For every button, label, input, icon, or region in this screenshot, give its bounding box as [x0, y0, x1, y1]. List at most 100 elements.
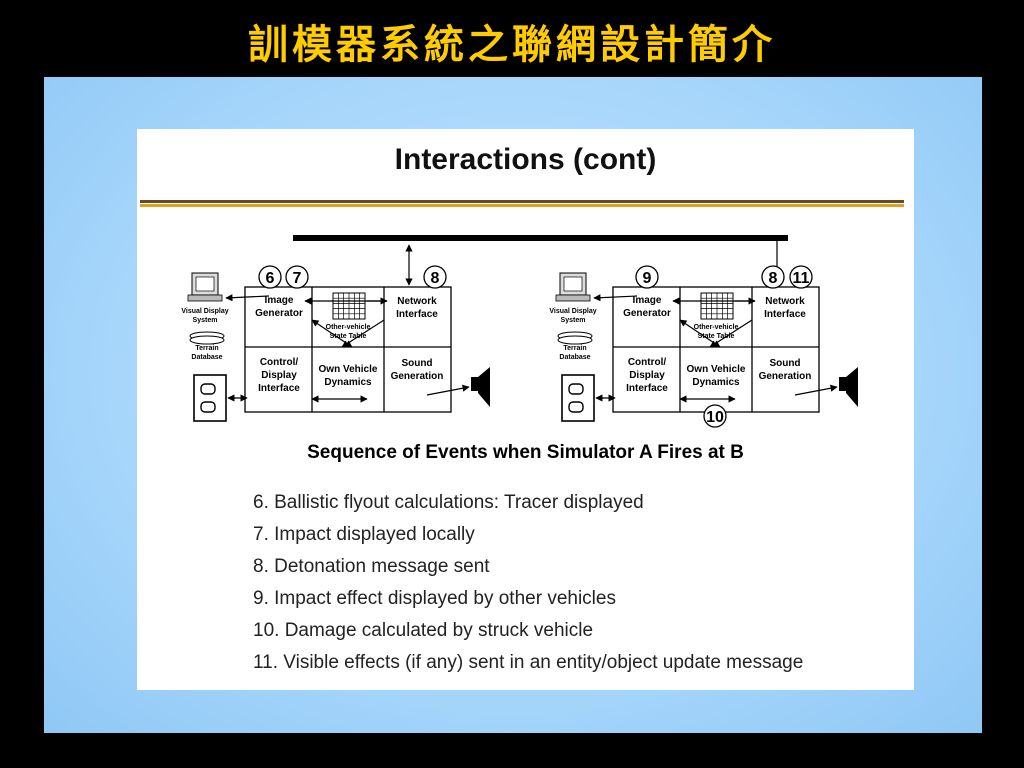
control-display-label-line: Control/	[628, 357, 667, 368]
image-generator-label-line: Image	[265, 295, 294, 306]
terrain-database-label-line: Database	[559, 354, 590, 361]
control-display-label-line: Control/	[260, 357, 299, 368]
flow-arrow	[593, 294, 638, 302]
network-interface-label-line: Interface	[764, 309, 806, 320]
monitor-base	[187, 294, 223, 302]
state-table-grid	[700, 292, 734, 320]
flow-arrow	[709, 319, 753, 348]
event-item: 6. Ballistic flyout calculations: Tracer…	[253, 492, 644, 513]
slide-title: 訓模器系統之聯網設計簡介	[248, 21, 776, 68]
panel-knob	[568, 401, 584, 413]
speaker-icon	[471, 367, 490, 407]
speaker-body	[471, 377, 478, 391]
visual-display-label-line: System	[193, 317, 218, 324]
visual-display-label-line: System	[561, 317, 586, 324]
event-item: 9. Impact effect displayed by other vehi…	[253, 588, 616, 609]
sequence-subtitle: Sequence of Events when Simulator A Fire…	[307, 442, 744, 463]
panel-knob	[200, 383, 216, 395]
image-generator-label-line: Generator	[623, 308, 671, 319]
image-generator-label-line: Image	[633, 295, 662, 306]
step-badge-label: 8	[769, 270, 778, 287]
panel-frame	[193, 374, 227, 422]
event-item: 11. Visible effects (if any) sent in an …	[253, 652, 804, 673]
step-badge-label: 6	[266, 270, 275, 287]
step-badge	[635, 265, 659, 289]
card-title: Interactions (cont)	[394, 143, 657, 176]
state-table-label-line: Other-vehicle	[326, 324, 371, 331]
speaker-icon	[839, 367, 858, 407]
visual-display-label-line: Visual Display	[549, 308, 596, 315]
panel-knob	[200, 401, 216, 413]
step-badge-label: 8	[431, 270, 440, 287]
control-display-label-line: Interface	[258, 383, 300, 394]
control-display-label-line: Display	[261, 370, 297, 381]
step-badge	[761, 265, 785, 289]
control-display-label-line: Interface	[626, 383, 668, 394]
step-badge	[703, 404, 727, 428]
network-interface-label-line: Network	[397, 296, 437, 307]
panel-knob	[568, 383, 584, 395]
state-table-label-line: State Table	[698, 333, 735, 340]
vehicle-dynamics-label-line: Dynamics	[692, 377, 740, 388]
control-display-label-line: Display	[629, 370, 665, 381]
event-item: 7. Impact displayed locally	[253, 524, 475, 545]
step-badge-label: 10	[706, 409, 724, 426]
monitor-screen	[195, 276, 215, 292]
terrain-database-label-line: Terrain	[563, 345, 586, 352]
title-rule-gold	[140, 204, 904, 207]
sound-generation-label-line: Generation	[391, 371, 444, 382]
flow-arrow	[794, 384, 838, 396]
event-item: 8. Detonation message sent	[253, 556, 490, 577]
network-bus	[293, 235, 788, 241]
database-icon	[189, 331, 225, 345]
flow-arrow	[341, 319, 385, 348]
state-table-grid	[332, 292, 366, 320]
sound-generation-label-line: Sound	[401, 358, 432, 369]
network-interface-label-line: Network	[765, 296, 805, 307]
step-badge	[423, 265, 447, 289]
disk-bottom	[557, 335, 593, 345]
panel-frame	[561, 374, 595, 422]
disk-bottom	[189, 335, 225, 345]
speaker-body	[839, 377, 846, 391]
monitor-icon	[555, 272, 591, 302]
step-badge-label: 11	[793, 270, 810, 287]
step-badge-label: 7	[293, 270, 302, 287]
step-badge-label: 9	[643, 270, 652, 287]
sound-generation-label-line: Sound	[769, 358, 800, 369]
step-badge	[789, 265, 813, 289]
state-table-label-line: State Table	[330, 333, 367, 340]
flow-arrow	[225, 294, 270, 302]
network-interface-label-line: Interface	[396, 309, 438, 320]
control-panel-icon	[561, 374, 595, 422]
event-list: 6. Ballistic flyout calculations: Tracer…	[253, 487, 803, 679]
monitor-icon	[187, 272, 223, 302]
step-badge	[258, 265, 282, 289]
image-generator-label-line: Generator	[255, 308, 303, 319]
control-panel-icon	[193, 374, 227, 422]
flow-arrow	[426, 384, 470, 396]
event-item: 10. Damage calculated by struck vehicle	[253, 620, 594, 641]
step-badge	[285, 265, 309, 289]
title-rule-dark	[140, 200, 904, 203]
database-icon	[557, 331, 593, 345]
monitor-screen	[563, 276, 583, 292]
speaker-cone	[478, 367, 490, 407]
